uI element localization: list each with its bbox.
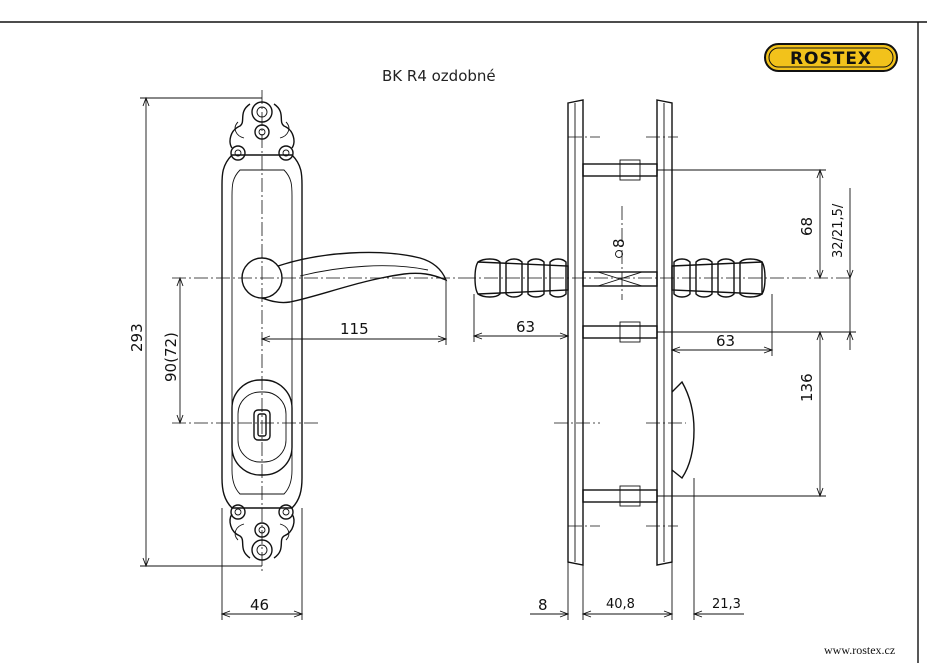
side-key-rosette — [671, 380, 695, 480]
front-dimensions: 293 90(72) 115 46 — [128, 96, 448, 620]
dim-115: 115 — [340, 320, 369, 338]
dim-21-3: 21,3 — [712, 597, 741, 612]
dim-8-plate: 8 — [538, 596, 548, 614]
dim-68: 68 — [798, 217, 816, 236]
side-view — [462, 99, 852, 566]
dim-63-right: 63 — [716, 332, 735, 350]
dim-293: 293 — [128, 323, 146, 352]
drawing-title: BK R4 ozdobné — [382, 67, 496, 85]
through-bolts — [582, 159, 658, 507]
website-url: www.rostex.cz — [824, 643, 895, 657]
side-dimensions: 63 63 8 68 32/21,5/ 136 8 4 — [472, 168, 856, 620]
side-handle-right — [671, 258, 766, 298]
front-handle — [241, 251, 448, 304]
brand-text: ROSTEX — [790, 49, 872, 69]
drawing-frame — [0, 21, 927, 663]
side-handle-left — [474, 258, 569, 298]
front-view — [172, 90, 462, 572]
dim-46: 46 — [250, 596, 269, 614]
door-plate — [221, 154, 303, 509]
dim-spindle-8: 8 — [610, 238, 628, 248]
dim-40-8: 40,8 — [606, 597, 635, 612]
dim-32-21-5: 32/21,5/ — [831, 203, 846, 258]
dim-136: 136 — [798, 373, 816, 402]
dim-90-72: 90(72) — [162, 332, 180, 382]
side-plate-left — [567, 99, 584, 566]
rostex-logo: ROSTEX — [764, 43, 898, 72]
dim-63-left: 63 — [516, 318, 535, 336]
